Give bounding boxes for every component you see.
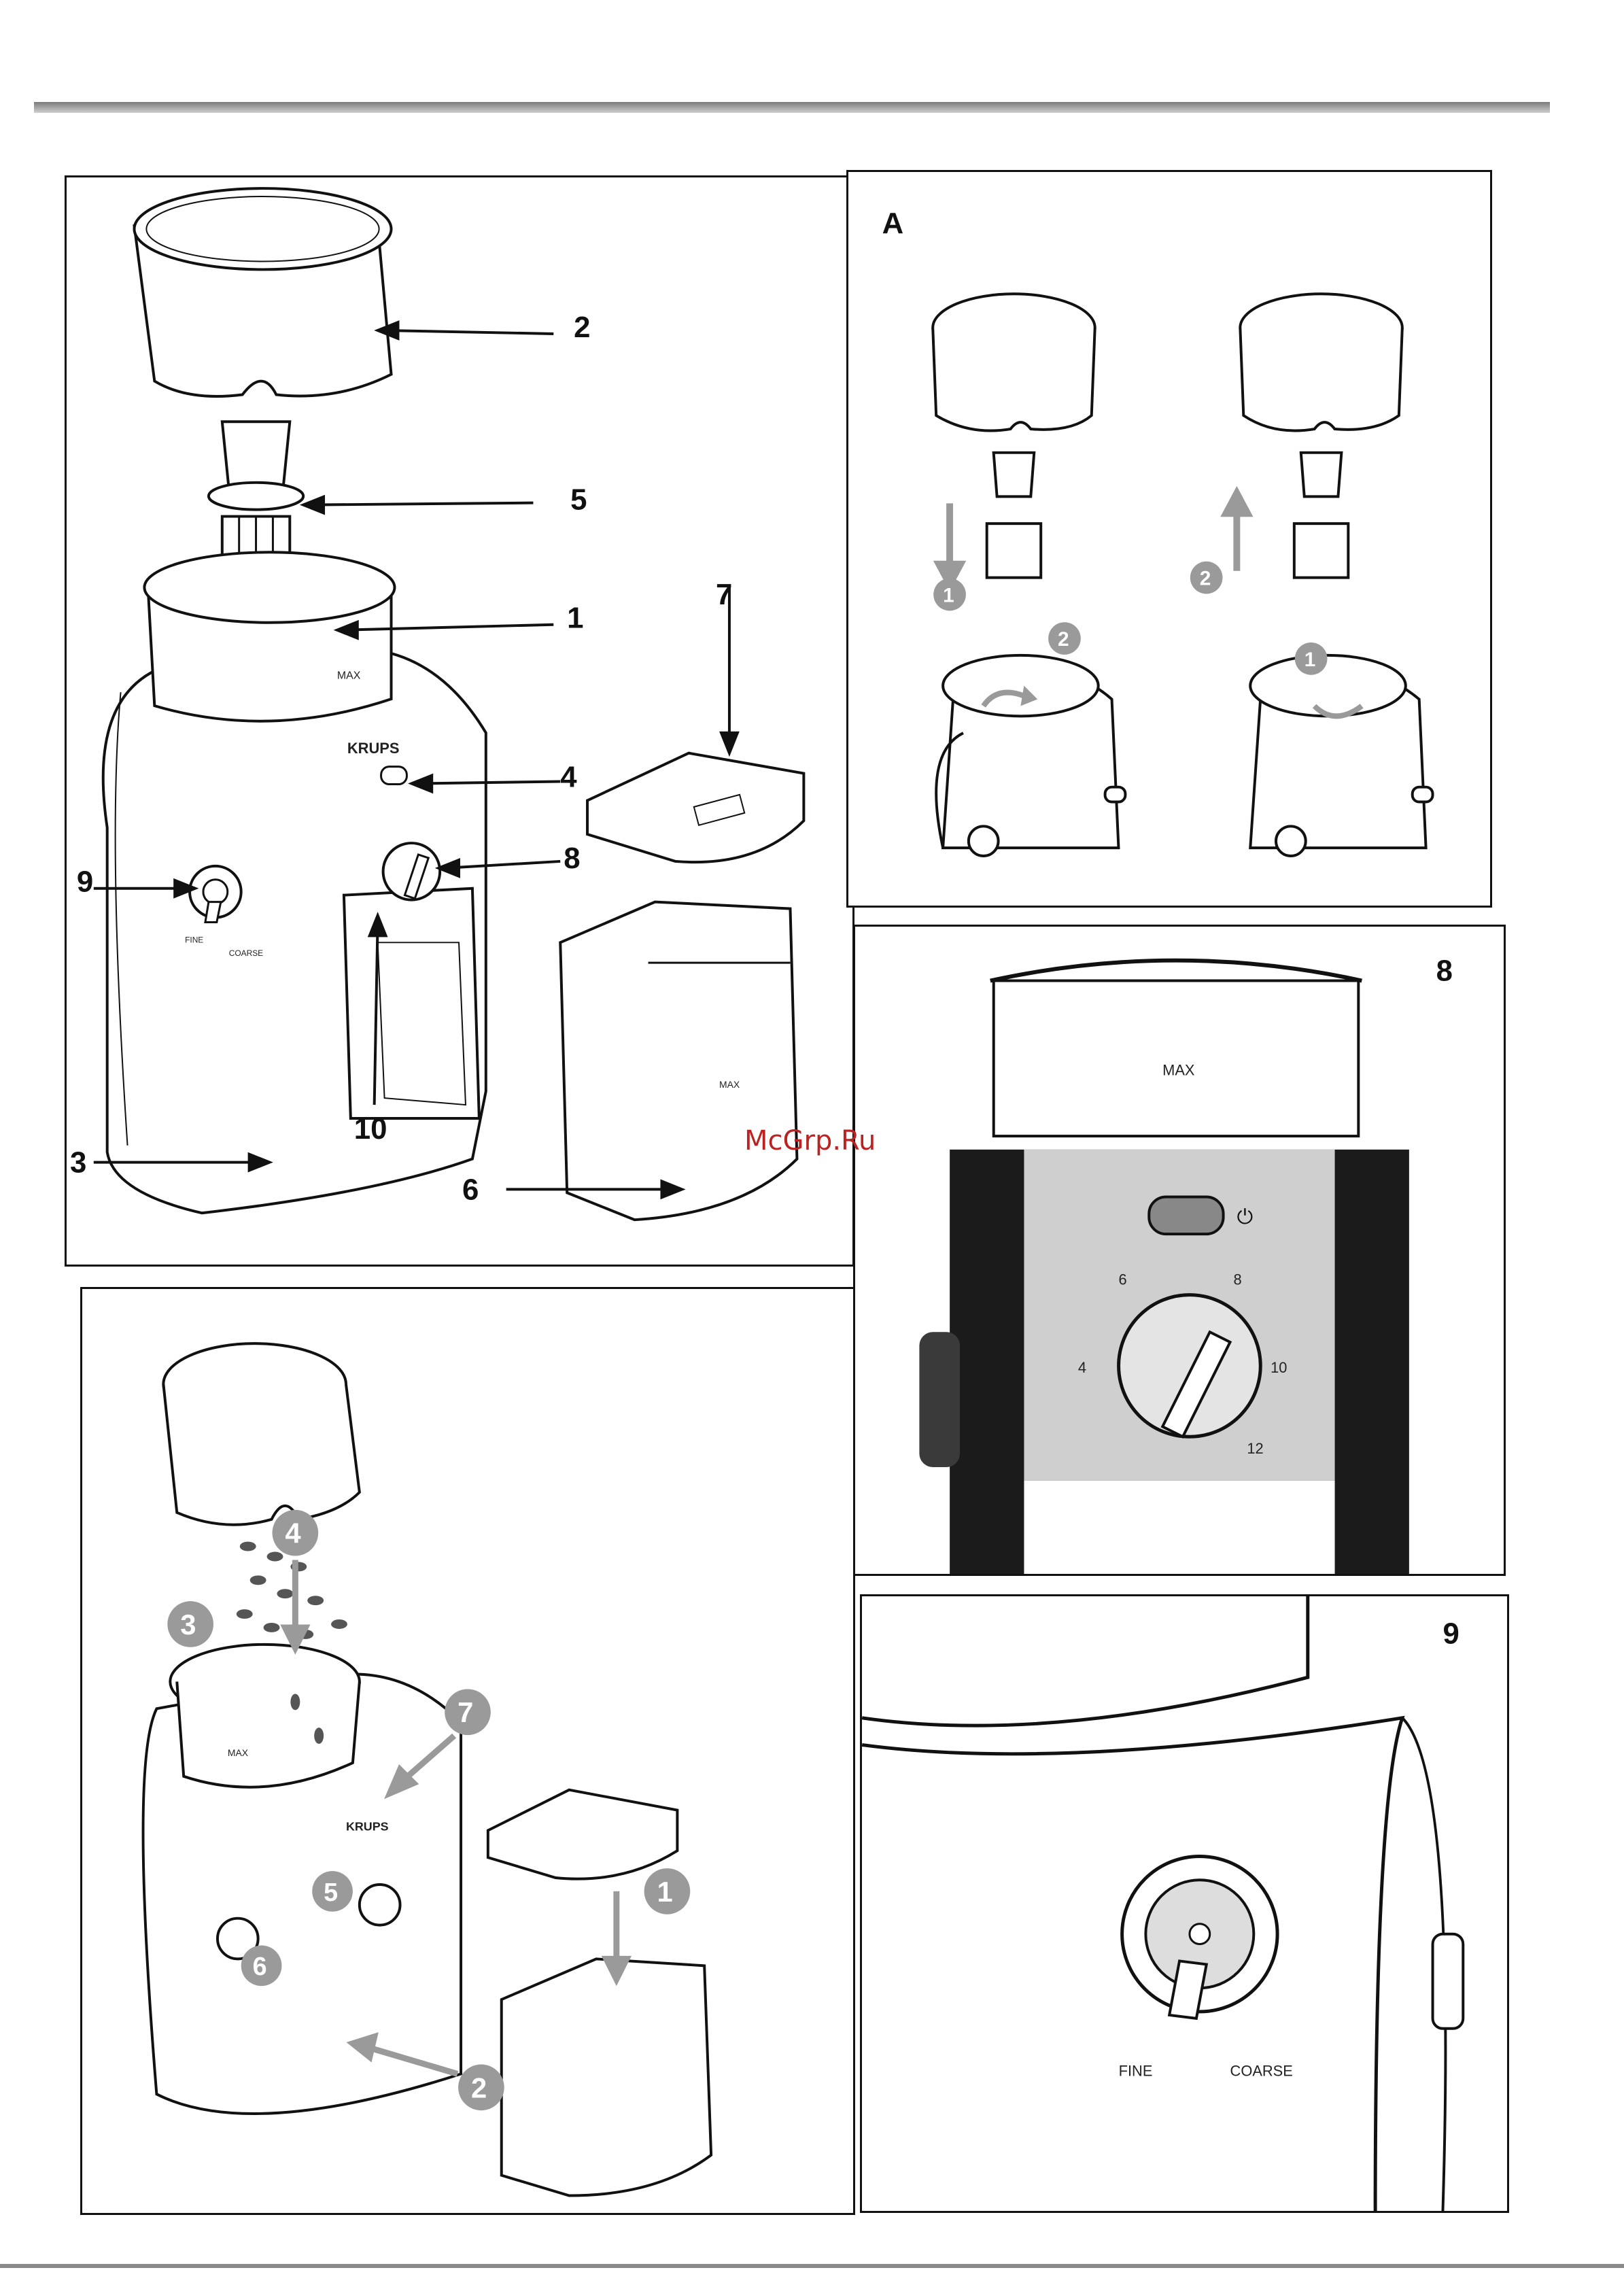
svg-text:2: 2: [471, 2072, 487, 2103]
fine-label: FINE: [185, 935, 203, 944]
callout-10: 10: [354, 1112, 387, 1146]
svg-text:2: 2: [1058, 628, 1069, 651]
filling-sequence-drawing: MAX KRUPS 4 3 7 5 6 1 2: [82, 1289, 853, 2213]
max-mark-8: MAX: [1162, 1062, 1195, 1079]
svg-text:4: 4: [285, 1517, 300, 1549]
svg-text:1: 1: [943, 584, 954, 606]
on-off-button-8[interactable]: [1149, 1197, 1223, 1234]
callout-3: 3: [70, 1146, 86, 1180]
on-off-button[interactable]: [381, 767, 407, 785]
callout-1: 1: [567, 602, 583, 635]
svg-text:7: 7: [457, 1696, 473, 1728]
callout-6: 6: [462, 1173, 479, 1206]
svg-text:3: 3: [180, 1609, 196, 1640]
callout-2: 2: [574, 311, 590, 344]
panel-9-title: 9: [1442, 1617, 1459, 1651]
svg-text:MAX: MAX: [228, 1747, 248, 1758]
hopper-top: [994, 980, 1359, 1136]
callout-4: 4: [560, 760, 577, 793]
container-max-mark: MAX: [719, 1079, 740, 1090]
coarse-label-9: COARSE: [1230, 2062, 1293, 2079]
container-lid: [587, 753, 804, 862]
callout-9: 9: [77, 865, 93, 899]
panel-a-burr-removal: A 1 2: [846, 170, 1492, 908]
svg-text:KRUPS: KRUPS: [346, 1819, 389, 1833]
svg-text:6: 6: [253, 1953, 267, 1981]
fine-label-9: FINE: [1119, 2062, 1153, 2079]
svg-text:1: 1: [657, 1876, 673, 1908]
panel-filling-sequence: MAX KRUPS 4 3 7 5 6 1 2: [80, 1287, 855, 2215]
svg-text:8: 8: [1233, 1271, 1241, 1288]
callout-7: 7: [716, 578, 732, 611]
svg-text:5: 5: [324, 1878, 338, 1907]
footer-rule: [0, 2264, 1624, 2268]
svg-text:4: 4: [1078, 1359, 1086, 1376]
bean-hopper: [134, 188, 391, 396]
svg-text:12: 12: [1247, 1440, 1263, 1457]
brand-logo: KRUPS: [347, 740, 400, 757]
watermark: McGrp.Ru: [744, 1125, 876, 1156]
exploded-view-drawing: MAX KRUPS FINE COARSE MAX: [67, 177, 852, 1265]
callout-8: 8: [564, 842, 580, 875]
svg-text:6: 6: [1119, 1271, 1127, 1288]
panel-a-drawing: A 1 2: [848, 172, 1490, 906]
panel-exploded-view: MAX KRUPS FINE COARSE MAX: [65, 175, 854, 1267]
panel-8-drawing: 8 MAX ⏻ 6 8 4 10 12: [855, 927, 1504, 1574]
panel-8-quantity-dial: 8 MAX ⏻ 6 8 4 10 12: [853, 925, 1506, 1576]
power-icon: ⏻: [1237, 1205, 1253, 1229]
coarse-label: COARSE: [229, 948, 263, 958]
panel-9-drawing: 9 FINE COARSE: [862, 1596, 1507, 2211]
ground-coffee-container: [560, 902, 797, 1220]
panel-9-grind-dial: 9 FINE COARSE: [860, 1594, 1509, 2213]
header-rule: [34, 102, 1550, 113]
svg-text:10: 10: [1271, 1359, 1287, 1376]
svg-text:2: 2: [1200, 568, 1211, 590]
callout-5: 5: [570, 483, 587, 517]
max-mark: MAX: [337, 670, 361, 681]
panel-a-title: A: [882, 207, 904, 240]
svg-text:1: 1: [1305, 649, 1316, 671]
panel-8-title: 8: [1436, 954, 1453, 987]
